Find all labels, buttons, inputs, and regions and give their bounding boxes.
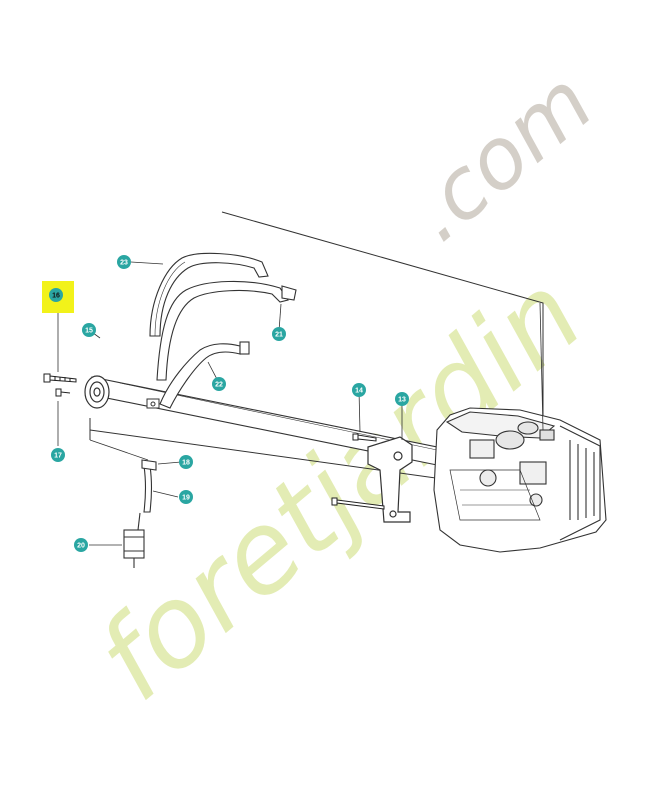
callout-18[interactable]: 18 [179, 455, 193, 469]
callout-22-label: 22 [215, 382, 223, 389]
bolt-16 [43, 373, 77, 383]
hose-23 [149, 252, 269, 337]
engine-block [433, 407, 607, 553]
callout-19-bubble [179, 490, 193, 504]
leader-line-20-connector [89, 439, 149, 461]
callout-16-bubble [49, 288, 63, 302]
callout-23-bubble [117, 255, 131, 269]
fuel-filter-20 [123, 512, 145, 568]
callout-21-bubble [272, 327, 286, 341]
bracket-bolt-lower [331, 497, 385, 510]
callout-22-bubble [212, 377, 226, 391]
tube-clamp [146, 398, 160, 409]
watermark-domain-text: .com [390, 53, 611, 261]
callout-21-label: 21 [275, 332, 283, 339]
fuel-line-19 [143, 465, 153, 513]
callout-15-label: 15 [85, 328, 93, 335]
callout-23-label: 23 [120, 260, 128, 267]
hose-21 [156, 280, 297, 381]
callout-18-label: 18 [182, 460, 190, 467]
callout-15-bubble [82, 323, 96, 337]
callout-20[interactable]: 20 [74, 538, 88, 552]
callout-18-bubble [179, 455, 193, 469]
callout-14-bubble [352, 383, 366, 397]
callout-16-label: 16 [52, 293, 60, 300]
callout-22[interactable]: 22 [212, 377, 226, 391]
callout-20-label: 20 [77, 543, 85, 550]
callout-13-bubble [395, 392, 409, 406]
callout-19-label: 19 [182, 495, 190, 502]
callout-13-label: 13 [398, 397, 406, 404]
callout-14-label: 14 [355, 388, 363, 395]
callout-17[interactable]: 17 [51, 448, 65, 462]
bolt-17 [55, 388, 71, 397]
hose-22 [159, 341, 250, 409]
callout-16[interactable]: 16 [49, 288, 63, 302]
callout-17-bubble [51, 448, 65, 462]
callout-21[interactable]: 21 [272, 327, 286, 341]
callout-13[interactable]: 13 [395, 392, 409, 406]
callout-23[interactable]: 23 [117, 255, 131, 269]
callout-20-bubble [74, 538, 88, 552]
tank-end-cap [84, 375, 110, 409]
callout-19[interactable]: 19 [179, 490, 193, 504]
callout-15[interactable]: 15 [82, 323, 96, 337]
fitting-18 [141, 459, 157, 471]
callout-14[interactable]: 14 [352, 383, 366, 397]
bolt-14 [352, 433, 377, 442]
bracket-13 [367, 436, 413, 523]
callout-17-label: 17 [54, 453, 62, 460]
